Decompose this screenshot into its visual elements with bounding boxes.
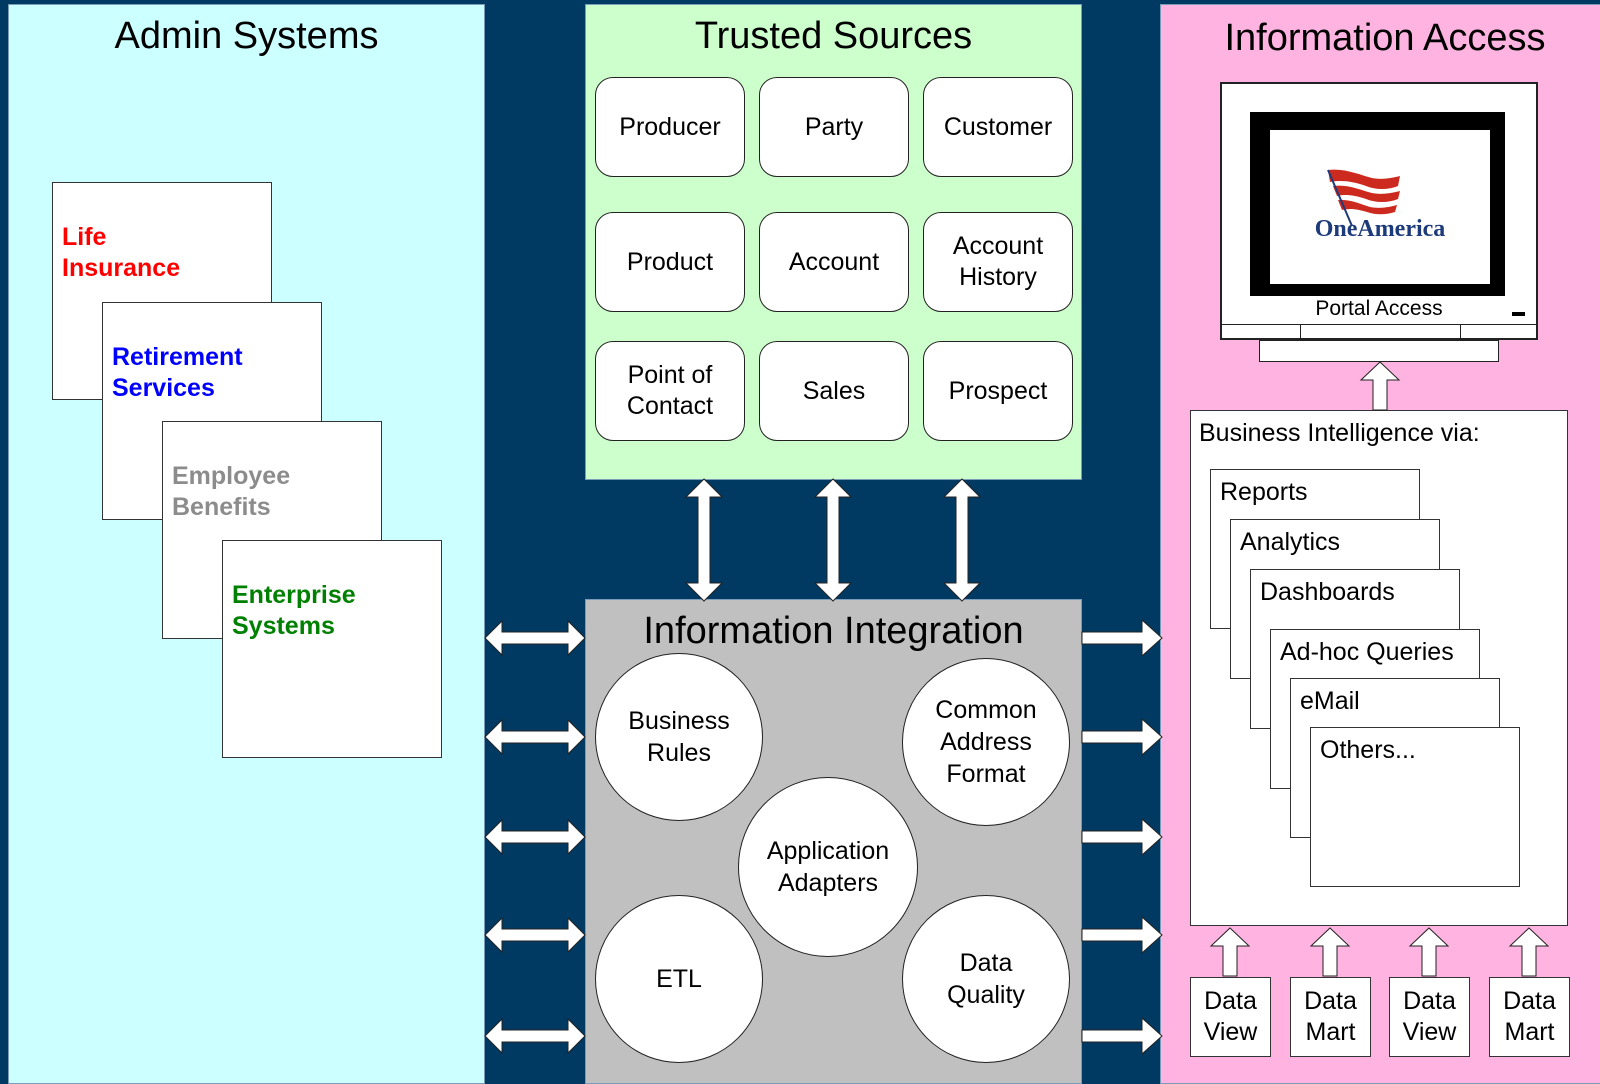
trusted-source-account: Account <box>759 212 909 312</box>
admin-doc-label: Retirement Services <box>112 343 243 402</box>
logo-flag-stripe <box>1338 199 1397 215</box>
information-access-title: Information Access <box>1224 17 1546 59</box>
integration-access-arrow <box>1081 916 1163 954</box>
business-intelligence-heading: Business Intelligence via: <box>1199 419 1480 447</box>
monitor-power-button <box>1512 312 1525 316</box>
monitor-stand <box>1259 340 1499 362</box>
bi-item-others: Others... <box>1310 727 1520 887</box>
trusted-source-account-history: Account History <box>923 212 1073 312</box>
datastore-bi-arrow <box>1409 927 1449 977</box>
admin-doc-label: Enterprise Systems <box>232 581 356 640</box>
integration-access-arrow <box>1081 619 1163 657</box>
monitor-base <box>1220 324 1538 342</box>
trusted-integration-arrow <box>943 478 981 602</box>
data-store-data-mart: Data Mart <box>1290 977 1371 1057</box>
admin-integration-arrow <box>484 620 586 656</box>
trusted-source-product: Product <box>595 212 745 312</box>
integration-access-arrow <box>1081 1017 1163 1055</box>
monitor-base-divider <box>1460 325 1461 340</box>
bi-item-label: Dashboards <box>1260 578 1395 606</box>
logo-wordmark: OneAmerica <box>1315 216 1446 242</box>
trusted-sources-title: Trusted Sources <box>694 15 973 57</box>
data-store-data-mart: Data Mart <box>1489 977 1570 1057</box>
admin-integration-arrow <box>484 719 586 755</box>
admin-integration-arrow <box>484 1018 586 1054</box>
admin-systems-title: Admin Systems <box>114 15 379 57</box>
data-store-data-view: Data View <box>1190 977 1271 1057</box>
datastore-bi-arrow <box>1509 927 1549 977</box>
trusted-source-point-of-contact: Point of Contact <box>595 341 745 441</box>
admin-doc-label: Employee Benefits <box>172 462 291 521</box>
trusted-integration-arrow <box>685 478 723 602</box>
oneamerica-logo: OneAmerica <box>1315 169 1446 242</box>
logo-flag-icon <box>1328 169 1400 189</box>
trusted-source-party: Party <box>759 77 909 177</box>
integration-access-arrow <box>1081 718 1163 756</box>
integration-access-arrow <box>1081 818 1163 856</box>
monitor-base-divider <box>1300 325 1301 340</box>
admin-integration-arrow <box>484 819 586 855</box>
trusted-source-customer: Customer <box>923 77 1073 177</box>
bi-item-label: Others... <box>1320 736 1416 764</box>
bi-item-label: Reports <box>1220 478 1308 506</box>
bi-item-label: eMail <box>1300 687 1360 715</box>
trusted-integration-arrow <box>814 478 852 602</box>
trusted-source-prospect: Prospect <box>923 341 1073 441</box>
admin-doc-label: Life Insurance <box>62 223 181 282</box>
trusted-source-sales: Sales <box>759 341 909 441</box>
bi-portal-arrow <box>1360 361 1400 411</box>
portal-access-label: Portal Access <box>1315 297 1443 320</box>
etl-circle: ETL <box>595 895 763 1063</box>
data-store-data-view: Data View <box>1389 977 1470 1057</box>
portal-screen <box>1270 130 1490 284</box>
bi-item-label: Analytics <box>1240 528 1341 556</box>
application-adapters-circle: Application Adapters <box>738 777 918 957</box>
trusted-source-producer: Producer <box>595 77 745 177</box>
admin-integration-arrow <box>484 917 586 953</box>
admin-doc-enterprise-systems: Enterprise Systems <box>222 540 442 758</box>
datastore-bi-arrow <box>1310 927 1350 977</box>
common-address-format-circle: Common Address Format <box>902 658 1070 826</box>
logo-flagpole <box>1327 169 1353 227</box>
datastore-bi-arrow <box>1210 927 1250 977</box>
business-rules-circle: Business Rules <box>595 653 763 821</box>
bi-item-label: Ad-hoc Queries <box>1280 638 1454 666</box>
data-quality-circle: Data Quality <box>902 895 1070 1063</box>
logo-flag-stripe <box>1333 185 1400 202</box>
information-integration-title: Information Integration <box>643 610 1024 652</box>
